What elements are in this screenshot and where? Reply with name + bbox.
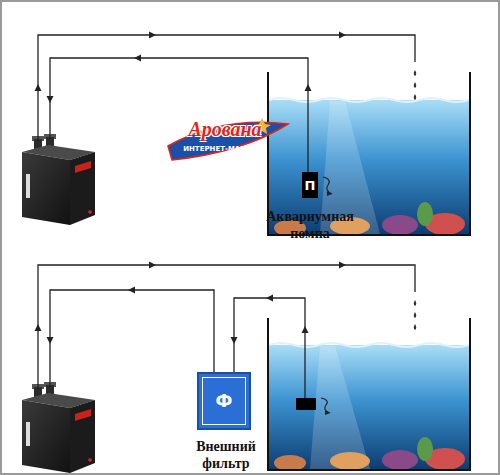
flow-arrow xyxy=(35,324,42,331)
aquarium-water xyxy=(269,345,469,469)
node-letter: П xyxy=(302,172,318,198)
coral xyxy=(382,450,418,470)
hose xyxy=(38,265,415,389)
water-drop xyxy=(414,94,417,100)
node-caption: Аквариумная помпа xyxy=(260,208,360,242)
water-drop xyxy=(414,324,417,330)
water-drop xyxy=(414,70,417,76)
water-swirl-head xyxy=(325,410,330,415)
water-surface xyxy=(269,98,469,102)
pump-intake xyxy=(296,398,316,410)
flow-arrow xyxy=(35,84,42,91)
flow-arrow xyxy=(47,96,54,103)
chiller xyxy=(22,382,95,473)
flow-arrow xyxy=(149,32,156,39)
flow-arrow xyxy=(128,287,135,294)
coral xyxy=(417,202,433,226)
node-caption: Внешний фильтр xyxy=(181,438,271,472)
water-drop xyxy=(414,312,417,318)
logo-name: Арована xyxy=(170,118,280,141)
flow-arrow xyxy=(231,337,238,344)
flow-arrow xyxy=(149,262,156,269)
flow-arrow xyxy=(266,295,273,302)
water-drop xyxy=(414,82,417,88)
logo-subtitle: ИНТЕРНЕТ-МАГАЗИН xyxy=(180,145,270,153)
pump-box: ПАквариумная помпа xyxy=(302,172,318,198)
node-letter: Ф xyxy=(199,374,249,428)
coral xyxy=(417,437,433,461)
flow-arrow xyxy=(305,84,312,91)
coral xyxy=(330,452,370,470)
water-swirl-head xyxy=(327,191,332,196)
flow-arrow xyxy=(47,337,54,344)
flow-arrow xyxy=(339,32,346,39)
hose xyxy=(38,35,415,141)
flow-arrow xyxy=(339,262,346,269)
aquarium-wall xyxy=(268,318,470,470)
chiller xyxy=(22,134,95,225)
water-drop xyxy=(414,300,417,306)
filter-box: ФВнешний фильтр xyxy=(197,372,251,430)
flow-arrow xyxy=(134,55,141,62)
flow-arrow xyxy=(302,326,309,333)
hose xyxy=(50,290,214,387)
hose xyxy=(50,58,308,172)
water-surface xyxy=(269,343,469,347)
coral xyxy=(274,455,306,471)
light-ray xyxy=(310,346,370,469)
coral xyxy=(382,215,418,235)
